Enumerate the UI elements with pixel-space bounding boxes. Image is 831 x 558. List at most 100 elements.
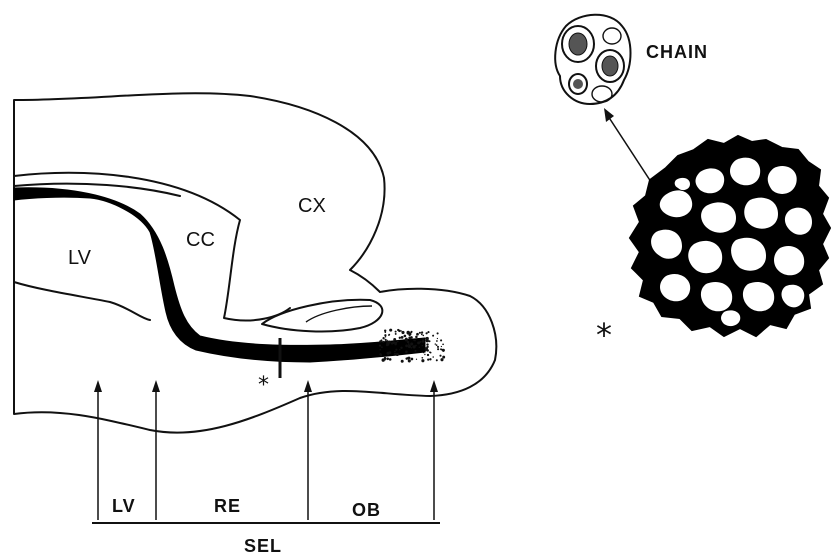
speckle-dot xyxy=(393,338,396,341)
speckle-dot xyxy=(426,332,428,334)
speckle-dot xyxy=(385,339,387,341)
speckle-dot xyxy=(410,331,412,333)
speckle-dot xyxy=(440,348,442,350)
speckle-dot xyxy=(397,329,399,331)
speckle-dot xyxy=(416,359,417,360)
speckle-dot xyxy=(386,357,389,360)
lv-lower-line xyxy=(14,282,150,320)
speckle-dot xyxy=(388,334,390,336)
speckle-dot xyxy=(380,354,382,356)
olfactory-oval xyxy=(262,300,382,332)
speckle-dot xyxy=(441,346,442,347)
speckle-dot xyxy=(414,350,416,352)
speckle-dot xyxy=(394,342,395,343)
speckle-dot xyxy=(384,359,386,361)
speckle-dot xyxy=(399,337,401,339)
speckle-dot xyxy=(442,343,444,345)
brain-section: * CX CC LV xyxy=(14,93,496,432)
speckle-dot xyxy=(408,345,411,348)
speckle-dot xyxy=(432,335,434,337)
speckle-dot xyxy=(436,344,438,346)
meshwork-section: * xyxy=(596,136,830,354)
speckle-dot xyxy=(437,346,439,348)
speckle-dot xyxy=(421,331,423,333)
chain-cell-3-core xyxy=(573,79,583,89)
speckle-dot xyxy=(411,343,413,345)
speckle-dot xyxy=(399,349,400,350)
label-sel: SEL xyxy=(244,536,282,556)
speckle-dot xyxy=(429,358,431,360)
arrowhead-1 xyxy=(94,380,102,392)
speckle-dot xyxy=(411,347,412,348)
speckle-dot xyxy=(387,352,390,355)
speckle-dot xyxy=(437,338,438,339)
speckle-dot xyxy=(396,353,399,356)
olfactory-inner xyxy=(306,306,372,322)
rostral-migratory-stream xyxy=(14,188,425,362)
speckle-dot xyxy=(439,355,441,357)
speckle-dot xyxy=(426,340,427,341)
chain-cell-2-core xyxy=(602,56,618,76)
label-re-axis: RE xyxy=(214,496,241,516)
speckle-dot xyxy=(442,356,445,359)
axis-arrows: LV RE OB SEL xyxy=(92,380,440,556)
label-lv-axis: LV xyxy=(112,496,136,516)
speckle-dot xyxy=(407,331,410,334)
speckle-dot xyxy=(422,345,423,346)
speckle-dot xyxy=(405,339,408,342)
speckle-dot xyxy=(435,343,436,344)
speckle-dot xyxy=(429,351,431,353)
speckle-dot xyxy=(415,336,418,339)
speckle-dot xyxy=(443,350,445,352)
speckle-dot xyxy=(395,333,397,335)
chain-cell-4 xyxy=(592,86,612,102)
chain-arrowhead xyxy=(604,108,614,122)
speckle-dot xyxy=(436,340,438,342)
speckle-dot xyxy=(436,359,438,361)
speckle-dot xyxy=(397,340,399,342)
arrowhead-3 xyxy=(304,380,312,392)
speckle-dot xyxy=(401,360,404,363)
speckle-dot xyxy=(422,340,425,343)
speckle-dot xyxy=(440,339,442,341)
speckle-dot xyxy=(401,330,402,331)
speckle-dot xyxy=(401,336,404,339)
speckle-dot xyxy=(385,336,387,338)
speckle-dot xyxy=(382,358,385,361)
label-ob-axis: OB xyxy=(352,500,381,520)
speckle-dot xyxy=(389,358,392,361)
speckle-dot xyxy=(382,341,384,343)
speckle-dot xyxy=(382,337,384,339)
speckle-dot xyxy=(400,347,402,349)
speckle-dot xyxy=(422,338,424,340)
speckle-dot xyxy=(385,341,386,342)
chain-cluster: CHAIN xyxy=(555,15,708,104)
speckle-dot xyxy=(416,333,419,336)
speckle-dot xyxy=(379,349,380,350)
speckle-dot xyxy=(422,335,424,337)
speckle-dot xyxy=(401,331,404,334)
speckle-dot xyxy=(408,334,410,336)
speckle-dot xyxy=(426,343,428,345)
speckle-dot xyxy=(394,351,396,353)
speckle-dot xyxy=(437,332,439,334)
speckle-dot xyxy=(437,348,439,350)
speckle-dot xyxy=(405,350,408,353)
speckle-dot xyxy=(421,334,423,336)
speckle-dot xyxy=(387,340,390,343)
speckle-dot xyxy=(408,343,410,345)
speckle-dot xyxy=(427,331,429,333)
arrowhead-4 xyxy=(430,380,438,392)
speckle-dot xyxy=(409,357,410,358)
asterisk-brain: * xyxy=(258,373,269,398)
speckle-dot xyxy=(379,345,381,347)
speckle-dot xyxy=(426,346,428,348)
chain-cell-1-core xyxy=(569,33,587,55)
speckle-dot xyxy=(405,345,408,348)
speckle-dot xyxy=(408,359,411,362)
arrowhead-2 xyxy=(152,380,160,392)
speckle-dot xyxy=(427,354,429,356)
asterisk-zoom: * xyxy=(596,316,612,354)
chain-cell-5 xyxy=(603,28,621,44)
